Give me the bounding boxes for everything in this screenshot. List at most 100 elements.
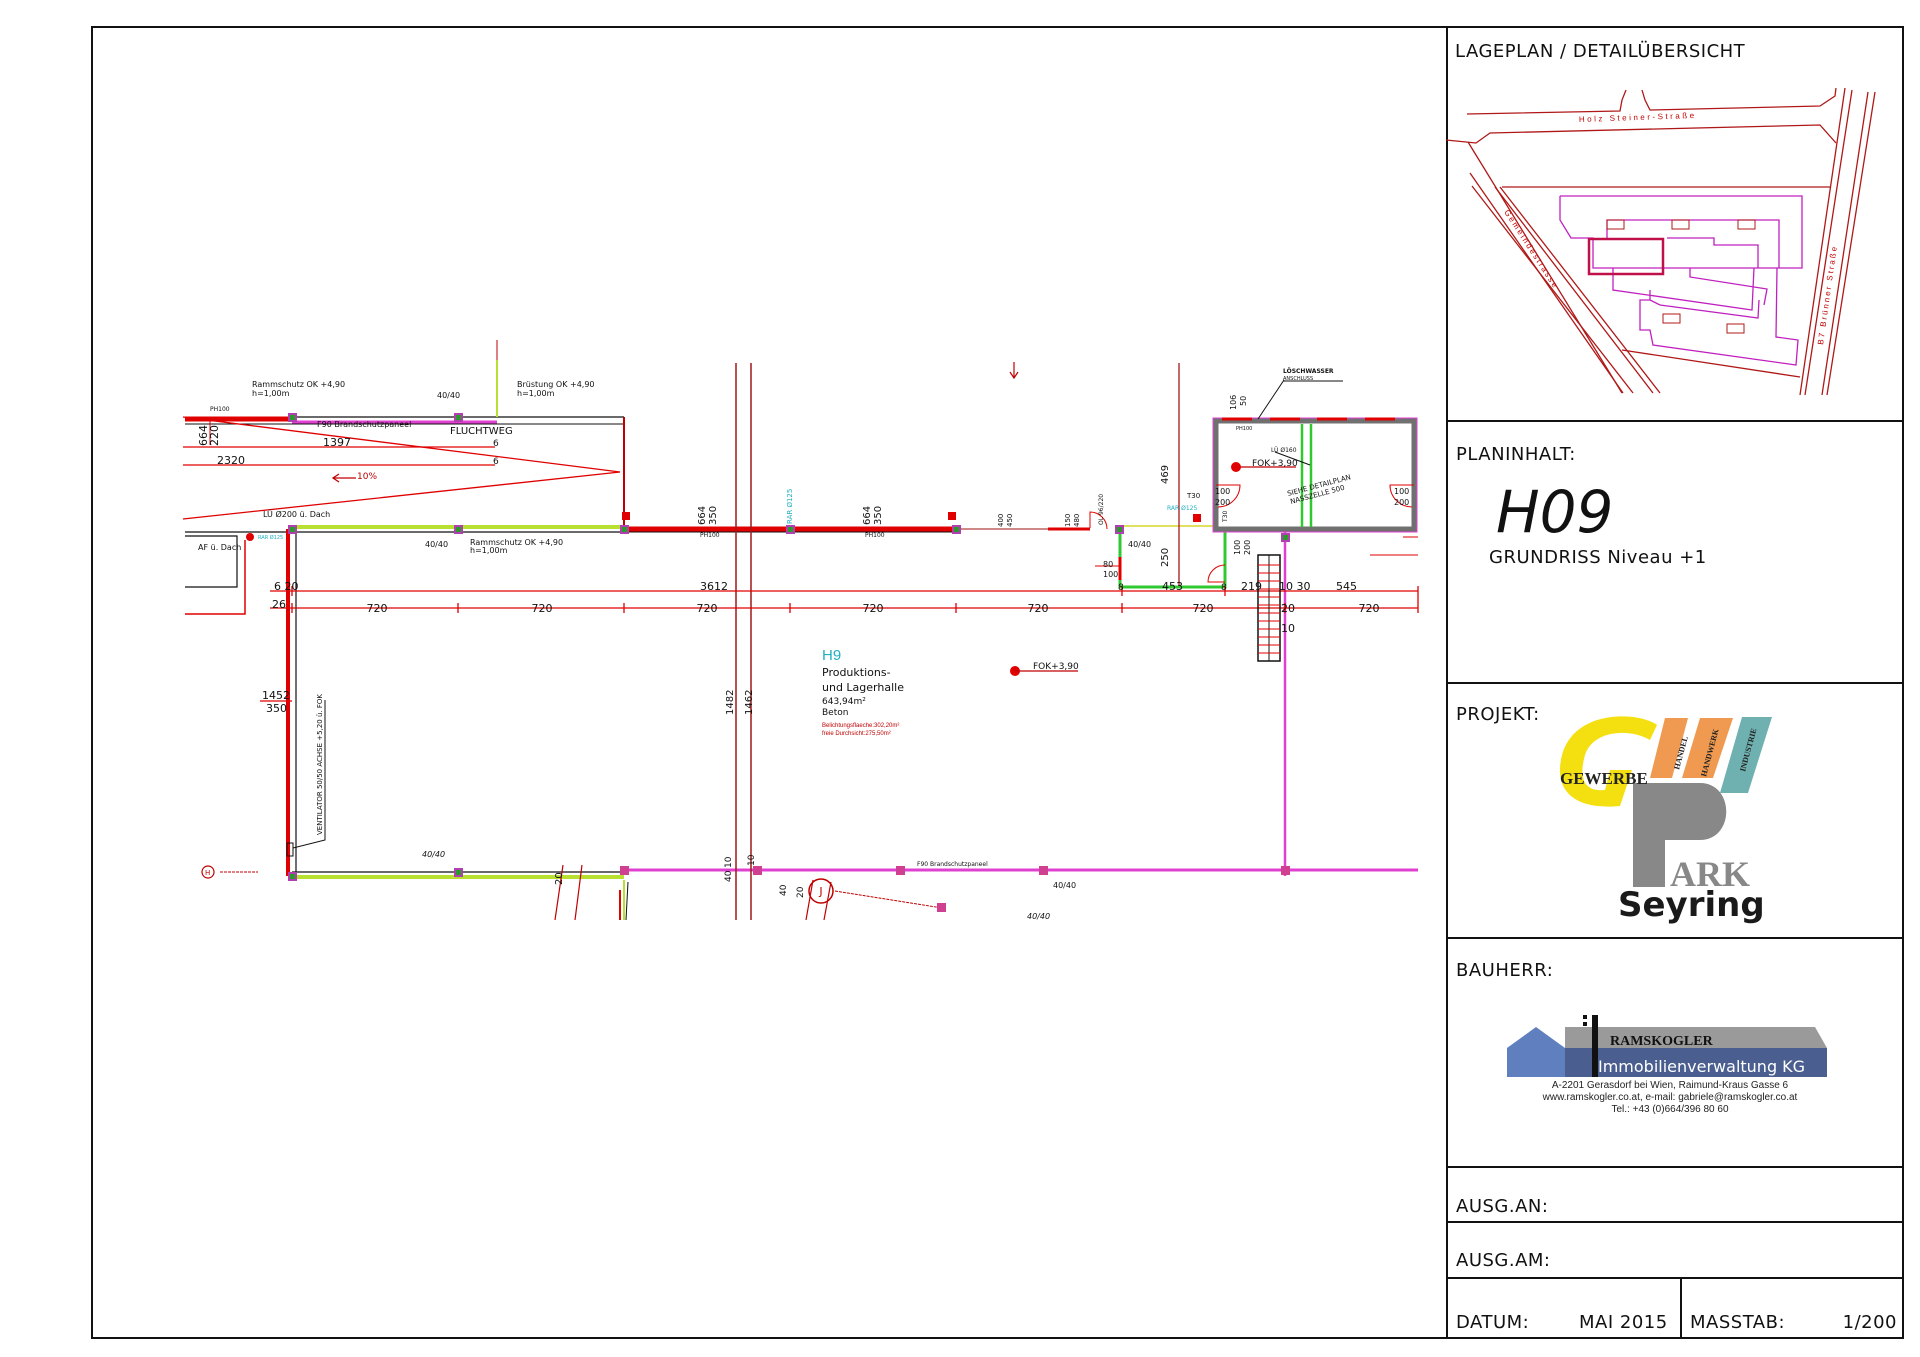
annotation: 150: [1064, 514, 1072, 527]
annotation: 219: [1241, 580, 1262, 593]
annotation: 220: [208, 425, 221, 446]
annotation: 453: [1162, 580, 1183, 593]
annotation: 10%: [357, 472, 377, 482]
annotation: 200: [1215, 498, 1230, 507]
room-light-area: Belichtungsflaeche:302,20m²: [822, 723, 899, 729]
annotation: LÜ Ø160: [1271, 447, 1297, 454]
annotation: 100: [1103, 570, 1118, 579]
room-clear-view: freie Durchsicht:275,50m²: [822, 731, 891, 737]
axis-dim: 720: [1028, 602, 1049, 615]
bauherr-label: BAUHERR:: [1456, 960, 1553, 981]
annotation: 664: [197, 425, 210, 446]
datum-value: MAI 2015: [1579, 1312, 1668, 1333]
annotation: 350: [873, 506, 884, 525]
annotation: VENTILATOR 50/50 ACHSE +5,20 ü. FOK: [316, 694, 324, 835]
annotation: 40: [779, 884, 789, 896]
axis-dim: 720: [697, 602, 718, 615]
annotation: 40/40: [1128, 540, 1151, 549]
annotation: 200: [1243, 540, 1252, 555]
annotation: J: [818, 885, 822, 898]
annotation: PH100: [210, 406, 230, 413]
annotation: 40/40: [1027, 912, 1050, 921]
room-area: 643,94m²: [822, 697, 866, 707]
annotation: 1452: [262, 689, 290, 702]
plan-annotations: Rammschutz OK +4,90 h=1,00m 40/40 Brüstu…: [197, 368, 1409, 921]
project-logo: ARK GEWERBE HANDEL HANDWERK INDUSTRIE Se…: [1559, 716, 1772, 925]
room-name-1: Produktions-: [822, 666, 891, 679]
annotation: 6: [493, 439, 499, 449]
bauherr-address: A-2201 Gerasdorf bei Wien, Raimund-Kraus…: [1552, 1080, 1789, 1091]
bauherr-web-email: www.ramskogler.co.at, e-mail: gabriele@r…: [1542, 1092, 1798, 1103]
annotation: 1482: [725, 690, 736, 715]
annotation: 40/40: [425, 540, 448, 549]
annotation: 350: [266, 702, 287, 715]
fok-level: FOK+3,90: [1033, 662, 1079, 672]
masstab-value: 1/200: [1843, 1312, 1897, 1333]
projekt-label: PROJEKT:: [1456, 704, 1540, 725]
annotation: PH100: [700, 532, 720, 539]
annotation: 40/40: [422, 850, 445, 859]
annotation: 80: [1103, 560, 1113, 569]
plan-columns: [246, 413, 1290, 912]
ausg-an-label: AUSG.AN:: [1456, 1196, 1548, 1217]
annotation: PH100: [865, 532, 885, 539]
logo-ramskogler: RAMSKOGLER: [1610, 1034, 1714, 1049]
plan-subtitle: GRUNDRISS Niveau +1: [1489, 547, 1707, 568]
annotation: 2320: [217, 454, 245, 467]
logo-gewerbe: GEWERBE: [1560, 769, 1648, 788]
annotation: 664: [697, 506, 708, 525]
annotation: ANSCHLUSS: [1283, 376, 1313, 382]
annotation: H: [205, 869, 210, 877]
datum-label: DATUM:: [1456, 1312, 1529, 1333]
street-holz-steiner: Holz Steiner-Straße: [1579, 111, 1697, 124]
masstab-label: MASSTAB:: [1690, 1312, 1785, 1333]
annotation: F90 Brandschutzpaneel: [317, 420, 411, 429]
annotation: RAR Ø125: [1167, 505, 1197, 512]
annotation: 480: [1073, 514, 1081, 527]
room-name-2: und Lagerhalle: [822, 681, 904, 694]
annotation: 100: [1215, 487, 1230, 496]
annotation: 545: [1336, 580, 1357, 593]
annotation: FOK+3,90: [1252, 459, 1298, 469]
title-block: [1446, 27, 1903, 1338]
annotation: 10: [724, 856, 734, 868]
annotation: 1397: [323, 436, 351, 449]
annotation: 200: [1394, 498, 1409, 507]
axis-dim: 720: [532, 602, 553, 615]
annotation: 26: [272, 598, 286, 611]
annotation: h=1,00m: [517, 389, 555, 398]
room-floor: Beton: [822, 708, 848, 718]
logo-seyring: Seyring: [1618, 885, 1765, 925]
annotation: 6: [493, 457, 499, 467]
annotation: 20: [1281, 602, 1295, 615]
annotation: 350: [708, 506, 719, 525]
annotation: 8: [1221, 583, 1227, 593]
annotation: LÜ Ø200 ü. Dach: [263, 509, 330, 519]
axis-dim: 720: [367, 602, 388, 615]
annotation: h=1,00m: [252, 389, 290, 398]
room-label-h9: H9 Produktions- und Lagerhalle 643,94m² …: [822, 647, 904, 737]
annotation: T30: [1186, 492, 1200, 500]
axis-dim: 720: [1359, 602, 1380, 615]
annotation: 469: [1160, 465, 1171, 484]
annotation: RAR Ø125: [786, 489, 794, 524]
axis-ticks: [291, 586, 1419, 613]
annotation: AF ü. Dach: [198, 543, 241, 552]
annotation: PH100: [1236, 426, 1252, 432]
annotation: F90 Brandschutzpaneel: [917, 861, 988, 868]
annotation: 100: [1394, 487, 1409, 496]
annotation: 450: [1006, 514, 1014, 527]
annotation: 100: [1233, 540, 1242, 555]
logo-immobilien: Immobilienverwaltung KG: [1598, 1057, 1805, 1076]
annotation: 20: [796, 886, 806, 898]
annotation: 50: [1239, 396, 1248, 406]
bauherr-logo: RAMSKOGLER Immobilienverwaltung KG A-220…: [1507, 1015, 1827, 1115]
annotation: 10 30: [1279, 580, 1311, 593]
annotation: 6 20: [274, 580, 299, 593]
annotation: T30: [1222, 511, 1229, 523]
axis-dimensions: 720 720 720 720 720 720 720 720: [367, 602, 1380, 615]
annotation: 664: [862, 506, 873, 525]
annotation: Rammschutz OK +4,90: [470, 538, 563, 547]
lageplan-title: LAGEPLAN / DETAILÜBERSICHT: [1455, 40, 1746, 62]
